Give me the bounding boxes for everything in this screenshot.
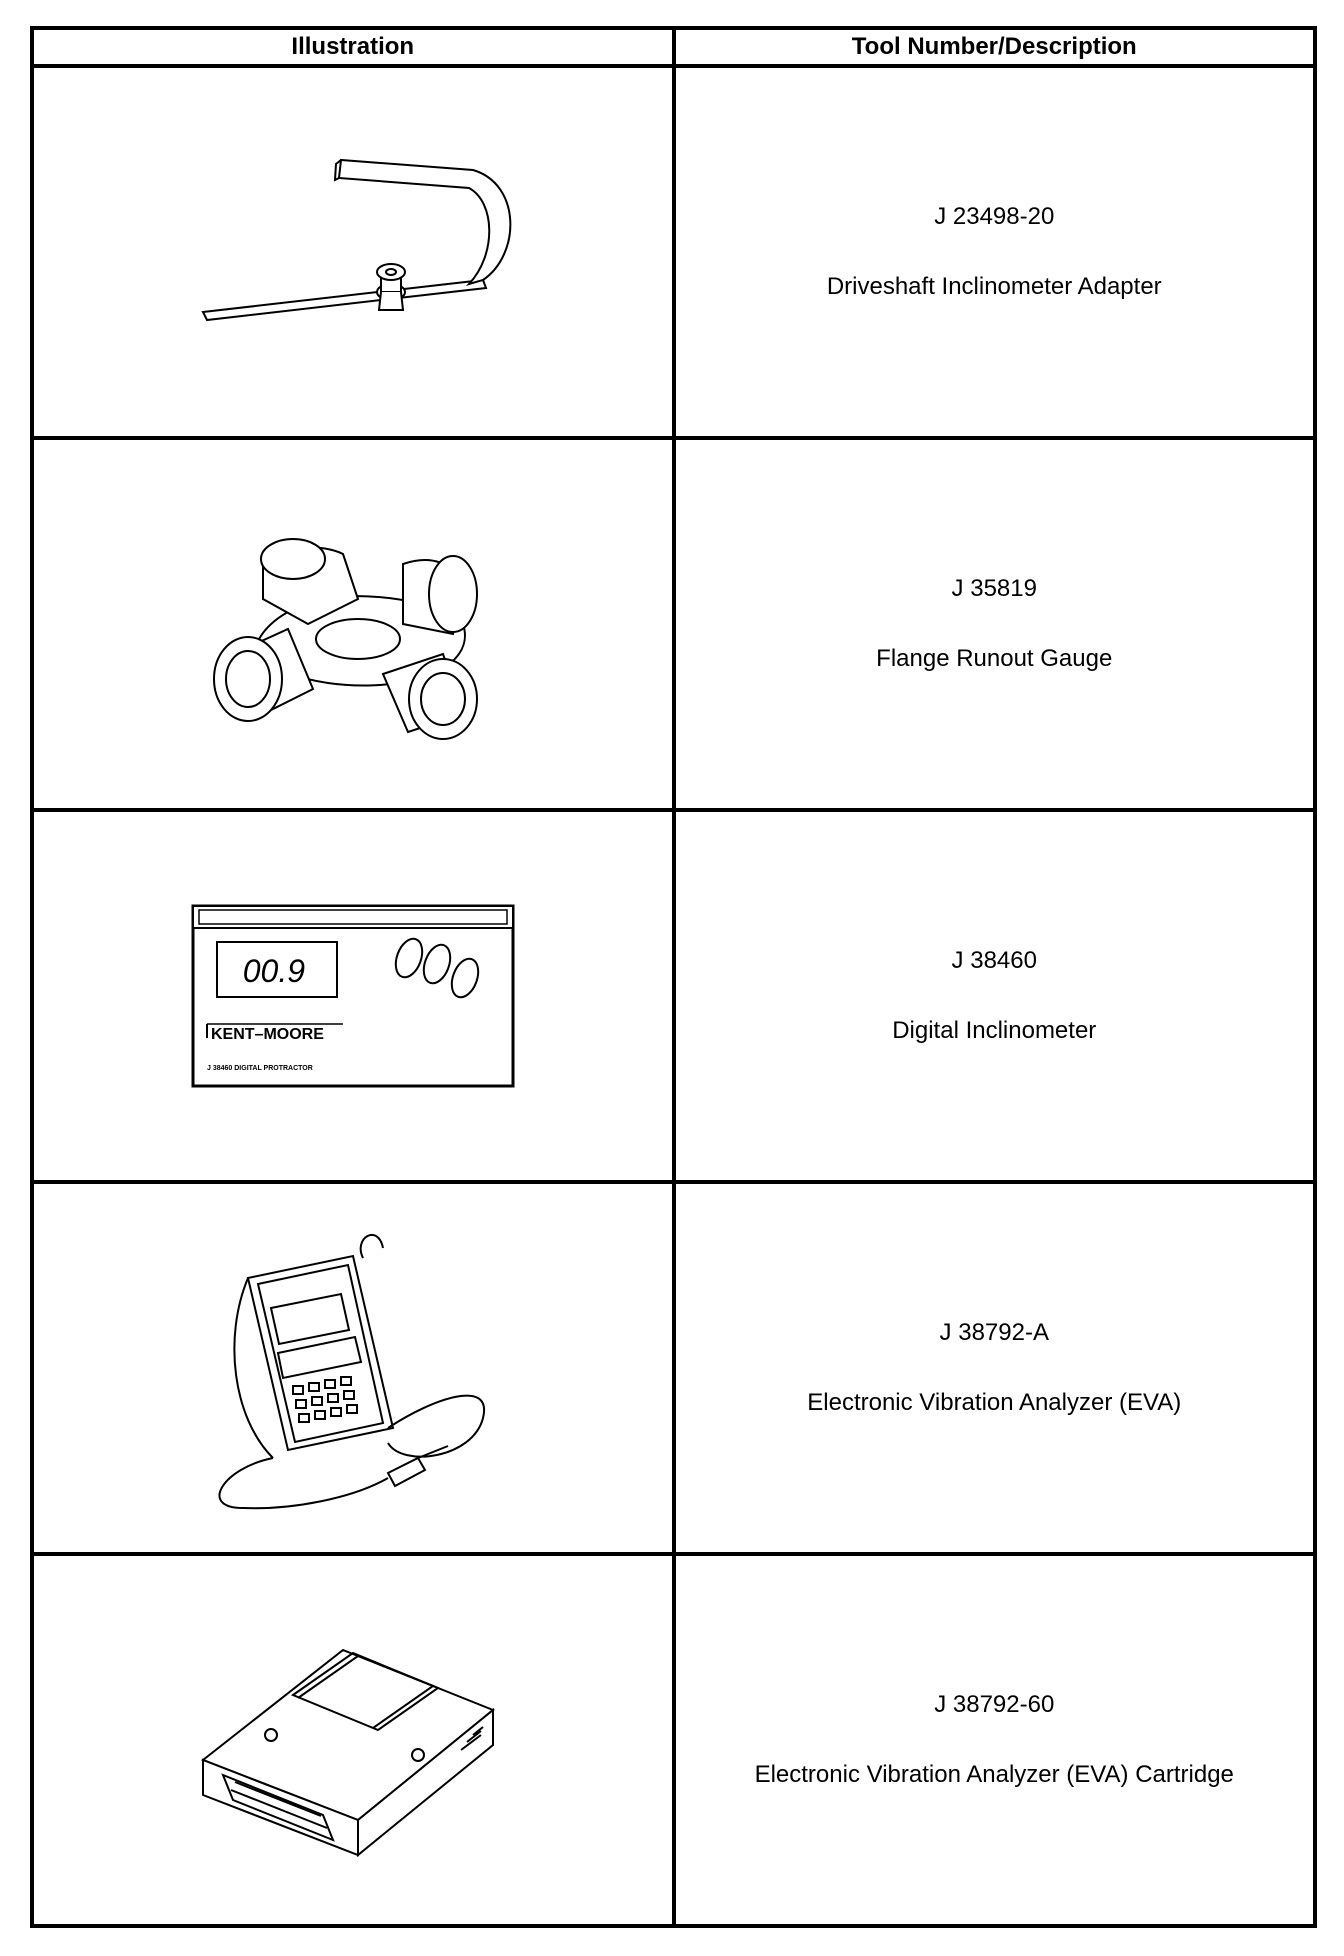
tool-description: Electronic Vibration Analyzer (EVA) Cart… [754,1761,1234,1788]
display-readout: 00.9 [242,953,304,989]
illustration-cell [30,1552,676,1928]
model-label: J 38460 DIGITAL PROTRACTOR [207,1065,313,1072]
digital-protractor-icon: 00.9 KENT–MOORE J 38460 DIGITAL PROTRACT… [183,896,523,1096]
table-row: J 35819 Flange Runout Gauge [30,436,1317,812]
table-row: 00.9 KENT–MOORE J 38460 DIGITAL PROTRACT… [30,808,1317,1184]
tool-header: Tool Number/Description [671,26,1317,68]
illustration-cell [30,436,676,812]
illustration-cell: 00.9 KENT–MOORE J 38460 DIGITAL PROTRACT… [30,808,676,1184]
tool-number: J 35819 [951,575,1037,602]
tool-number: J 38792-A [939,1319,1049,1346]
button-icon [419,941,455,987]
header-row: Illustration Tool Number/Description [30,26,1317,68]
description-cell: J 38792-60 Electronic Vibration Analyzer… [671,1552,1317,1928]
tools-table: Illustration Tool Number/Description J [30,26,1317,1928]
table-row: J 38792-60 Electronic Vibration Analyzer… [30,1552,1317,1928]
tool-description: Driveshaft Inclinometer Adapter [826,273,1162,300]
illustration-cell [30,64,676,440]
button-icon [391,935,427,981]
description-cell: J 35819 Flange Runout Gauge [671,436,1317,812]
table-row: J 38792-A Electronic Vibration Analyzer … [30,1180,1317,1556]
tool-number: J 38792-60 [934,1691,1055,1718]
brand-label: KENT–MOORE [211,1026,324,1043]
tool-description: Electronic Vibration Analyzer (EVA) [807,1389,1182,1416]
tool-description: Flange Runout Gauge [876,645,1113,672]
illustration-header: Illustration [30,26,676,68]
description-cell: J 38792-A Electronic Vibration Analyzer … [671,1180,1317,1556]
illustration-cell [30,1180,676,1556]
vibration-analyzer-icon [203,1218,503,1518]
button-icon [447,955,483,1001]
table-row: J 23498-20 Driveshaft Inclinometer Adapt… [30,64,1317,440]
tool-number: J 38460 [951,947,1037,974]
eva-cartridge-icon [183,1620,523,1860]
tool-description: Digital Inclinometer [892,1017,1097,1044]
tool-number: J 23498-20 [934,203,1055,230]
description-cell: J 38460 Digital Inclinometer [671,808,1317,1184]
inclinometer-adapter-icon [183,142,523,362]
description-cell: J 23498-20 Driveshaft Inclinometer Adapt… [671,64,1317,440]
universal-joint-icon [193,504,513,744]
